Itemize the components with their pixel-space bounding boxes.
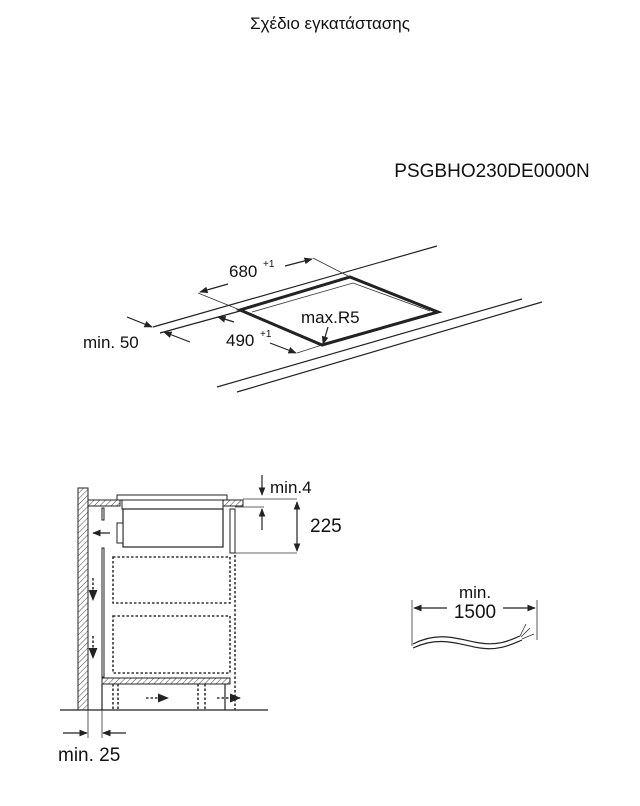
- worktop-front-edge: [216, 298, 523, 388]
- depth-arrow-top: [217, 316, 235, 323]
- cutout-outline: [235, 275, 443, 347]
- cable-diagram: min. 1500: [411, 583, 538, 650]
- hob-glass: [116, 494, 228, 501]
- width-arrow-left: [199, 283, 229, 294]
- cable-icon: [412, 635, 521, 645]
- right-panel: [229, 508, 236, 554]
- gap-top-label: min.4: [270, 478, 312, 497]
- section-diagram: min.4 225 min. 25: [58, 475, 342, 766]
- air-outlet: [116, 522, 124, 544]
- drawer-1: [112, 556, 231, 604]
- drawer-2: [112, 615, 231, 674]
- back-panel: [101, 547, 105, 678]
- edge-arrow-1: [126, 316, 153, 328]
- radius-label: max.R5: [301, 308, 360, 327]
- model-number: PSGBHO230DE0000N: [394, 161, 589, 182]
- cutout-inner-edge: [251, 282, 431, 313]
- worktop-front-edge-lower: [236, 301, 543, 393]
- worktop-back-edge: [152, 245, 438, 328]
- worktop-back-edge-lower: [159, 310, 241, 334]
- cabinet-base: [101, 677, 231, 685]
- cutout-diagram: 680 +1 490 +1 max.R5 min. 50: [83, 245, 543, 393]
- height-label: 225: [310, 516, 342, 537]
- hob-unit: [122, 508, 224, 548]
- width-arrow-right: [284, 257, 313, 267]
- depth-tolerance: +1: [260, 329, 272, 340]
- edge-distance-label: min. 50: [83, 333, 139, 352]
- wall: [77, 487, 89, 711]
- depth-label: 490: [226, 331, 254, 350]
- worktop-right: [221, 499, 244, 507]
- edge-arrow-2: [163, 331, 191, 343]
- page-title: Σχέδιο εγκατάστασης: [250, 14, 410, 33]
- width-tolerance: +1: [263, 259, 275, 270]
- depth-arrow-bottom: [269, 342, 297, 354]
- worktop-left: [87, 499, 121, 507]
- cable-length-label: 1500: [454, 602, 496, 623]
- wall-gap-label: min. 25: [58, 745, 120, 766]
- width-label: 680: [229, 262, 257, 281]
- cable-label-min: min.: [459, 583, 491, 602]
- hob-frame: [121, 499, 224, 510]
